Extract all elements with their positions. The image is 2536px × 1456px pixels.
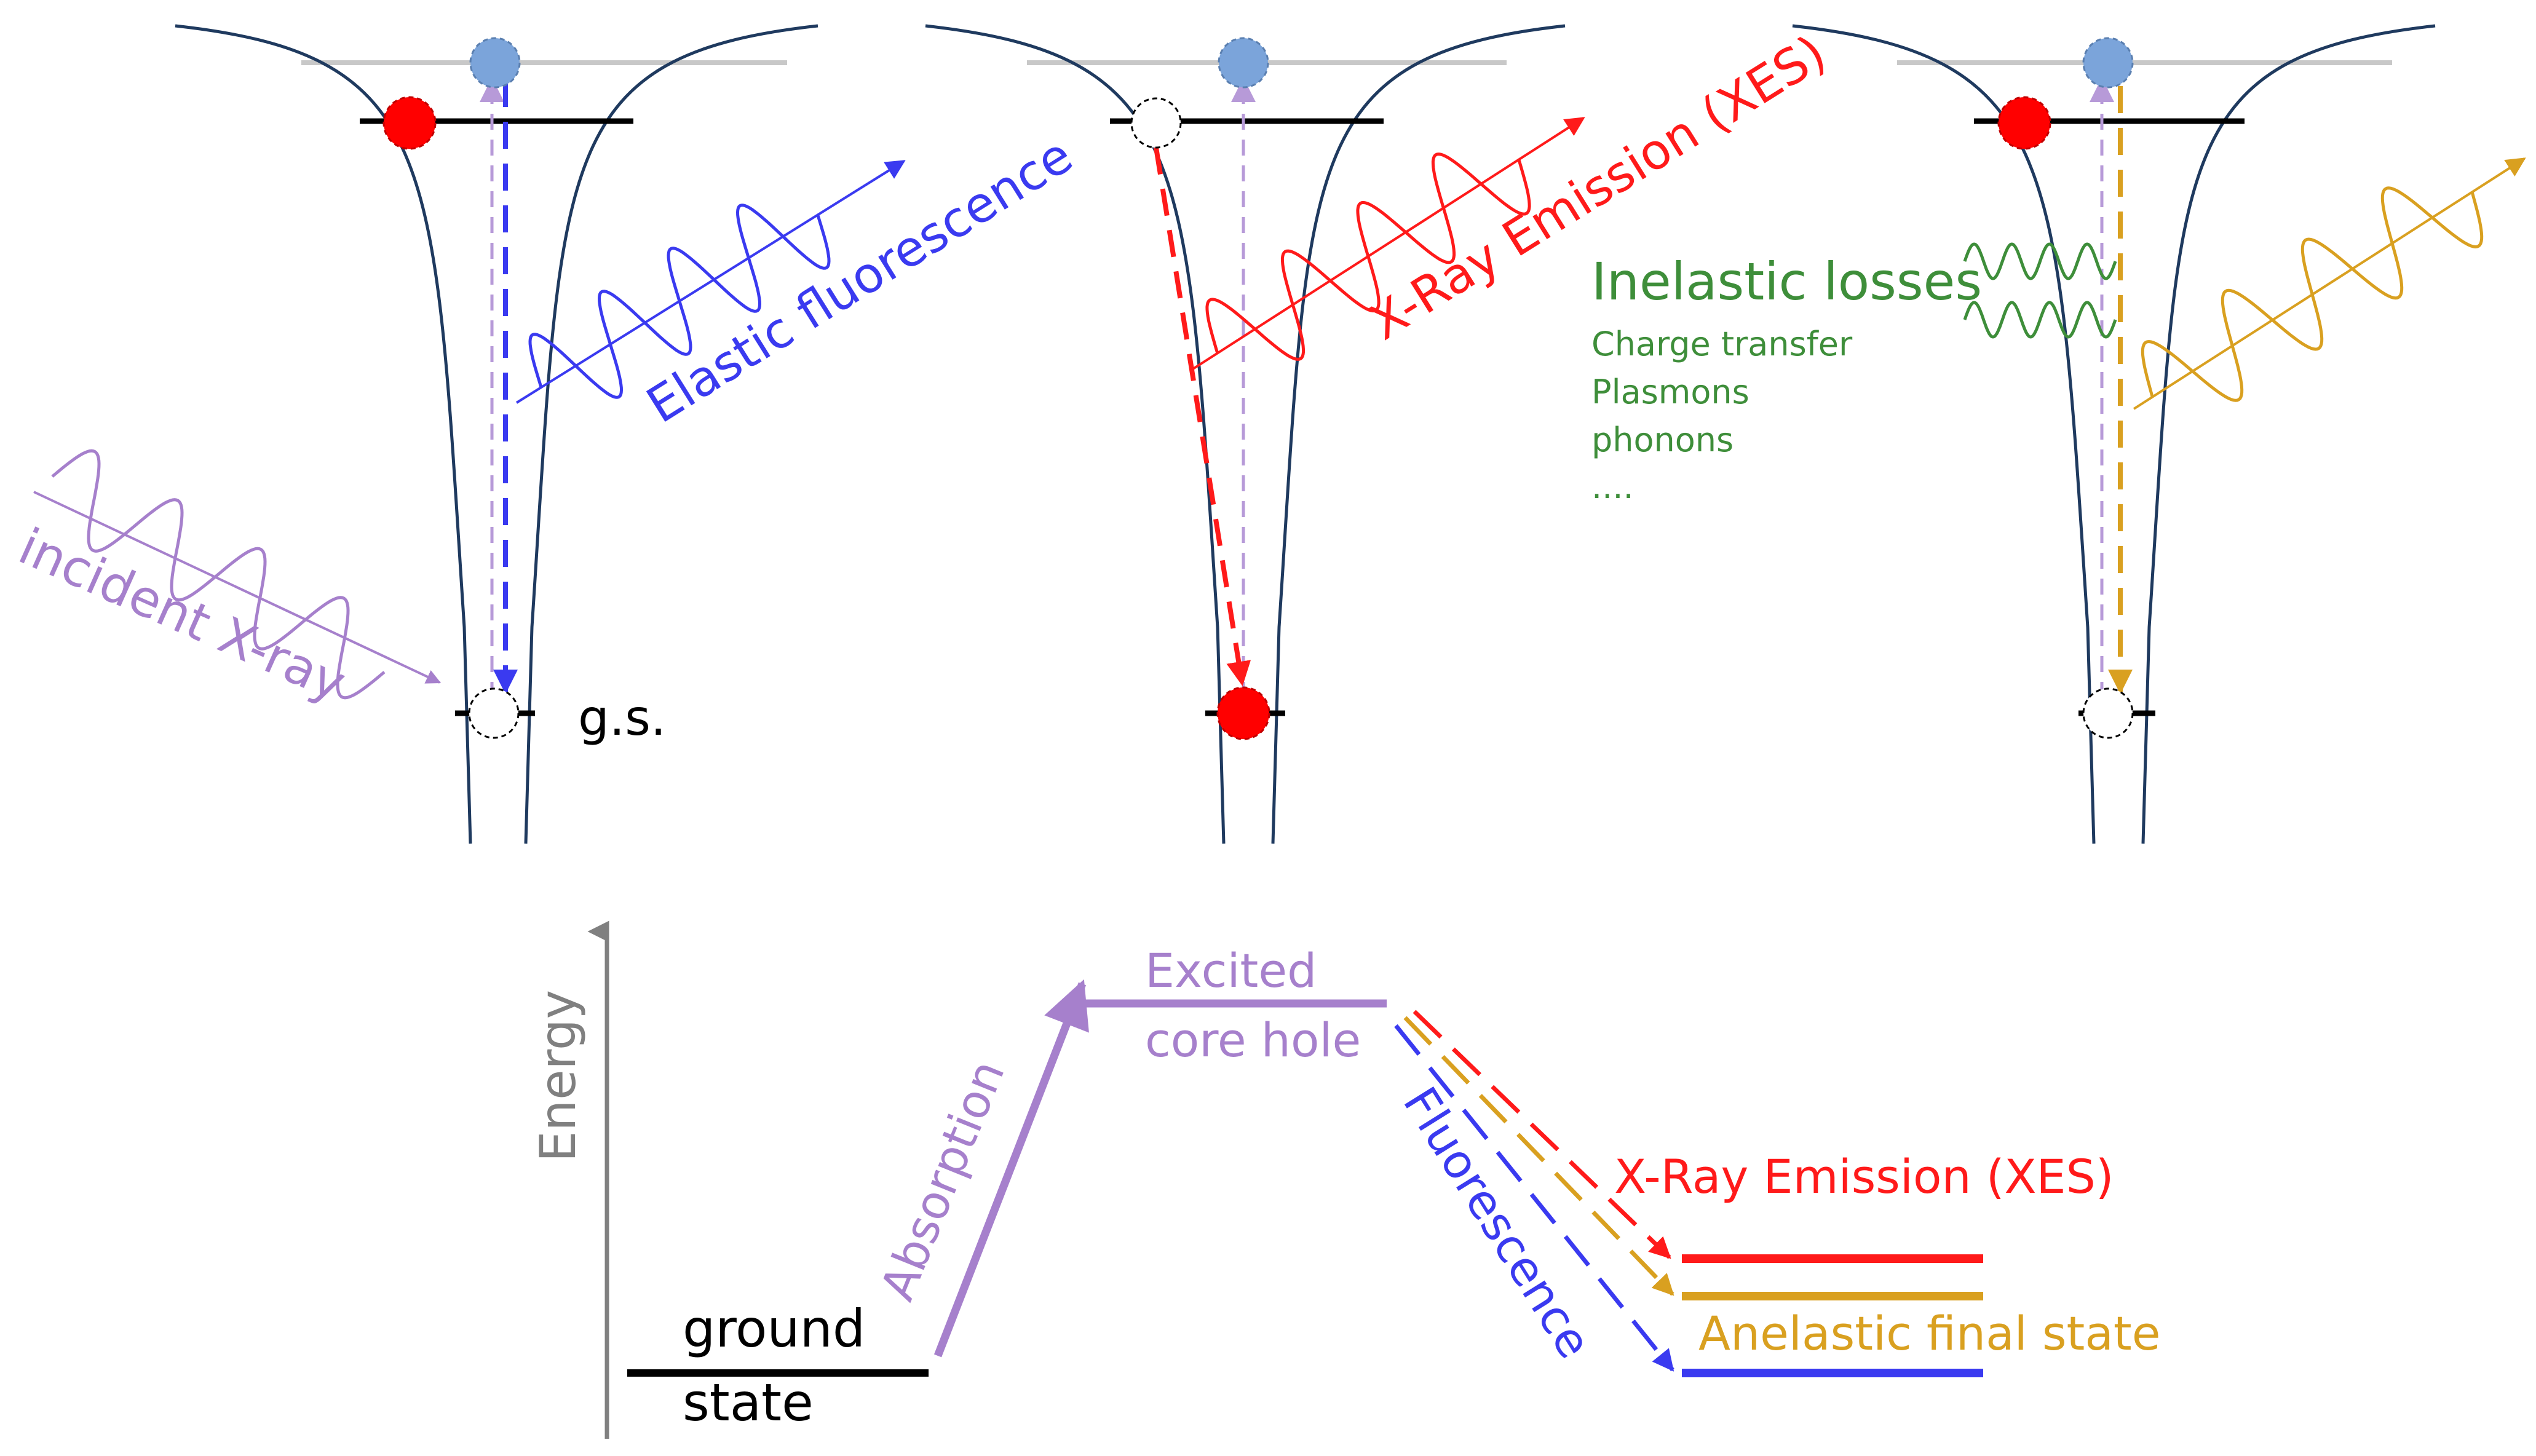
core-hole <box>468 687 520 739</box>
loss-wave-2 <box>1963 301 2117 339</box>
valence-electron <box>1997 96 2051 150</box>
xes-decay-arrow <box>1413 1010 1671 1259</box>
potential-well-right <box>2141 24 2436 844</box>
xes-label: X-Ray Emission (XES) <box>1614 1149 2114 1204</box>
excited-state-label-line1: Excited <box>1145 943 1317 998</box>
inelastic-losses-title: Inelastic losses <box>1591 251 1982 312</box>
anelastic-final-state-label: Anelastic final state <box>1698 1306 2160 1361</box>
excited-electron <box>469 37 521 89</box>
excited-state-label-line2: core hole <box>1145 1013 1361 1067</box>
energy-level-diagram: Energy ground state Absorption Excited c… <box>529 920 2160 1439</box>
fluorescence-decay-arrow <box>1394 1024 1674 1372</box>
elastic-emission-arrow <box>515 160 906 404</box>
anelastic-decay-arrow <box>1403 1016 1674 1296</box>
core-hole <box>2082 687 2134 739</box>
elastic-fluorescence-label: Elastic fluorescence <box>637 127 1082 435</box>
absorption-label: Absorption <box>870 1053 1015 1308</box>
elastic-emission-wave <box>528 204 831 399</box>
valence-hole <box>1130 97 1182 149</box>
loss-item: .... <box>1591 467 1634 506</box>
panel-elastic: Elastic fluorescence incident X-ray g.s. <box>10 24 1082 844</box>
fluorescence-label: Fluorescence <box>1393 1077 1603 1367</box>
ground-state-label-line1: ground <box>683 1299 865 1359</box>
incident-xray-arrow <box>33 491 442 684</box>
energy-axis-label: Energy <box>529 990 587 1162</box>
loss-wave-1 <box>1963 242 2117 280</box>
inelastic-emission-arrow <box>2133 157 2526 410</box>
inelastic-emission-wave <box>2141 186 2484 402</box>
core-electron <box>1216 686 1270 740</box>
potential-well-right <box>524 24 818 844</box>
excited-electron <box>2082 37 2134 89</box>
excited-electron <box>1218 37 1269 89</box>
potential-well-right <box>1271 24 1566 844</box>
incident-xray-label: incident X-ray <box>10 517 354 713</box>
decay-dashed-arrow <box>1154 147 1251 686</box>
potential-well-left <box>175 24 472 844</box>
absorption-arrow <box>933 979 1089 1358</box>
loss-item: phonons <box>1591 421 1734 459</box>
loss-item: Plasmons <box>1591 373 1749 411</box>
loss-item: Charge transfer <box>1591 325 1853 363</box>
incident-xray-wave <box>51 449 386 700</box>
ground-state-label: g.s. <box>578 689 666 746</box>
xes-emission-arrow <box>1192 117 1585 370</box>
potential-well-left <box>1792 24 2096 844</box>
ground-state-label-line2: state <box>683 1372 814 1433</box>
xes-emission-wave <box>1205 152 1531 361</box>
potential-well-left <box>925 24 1226 844</box>
panel-inelastic: Inelastic losses Charge transfer Plasmon… <box>1591 24 2526 844</box>
valence-electron <box>382 96 437 150</box>
